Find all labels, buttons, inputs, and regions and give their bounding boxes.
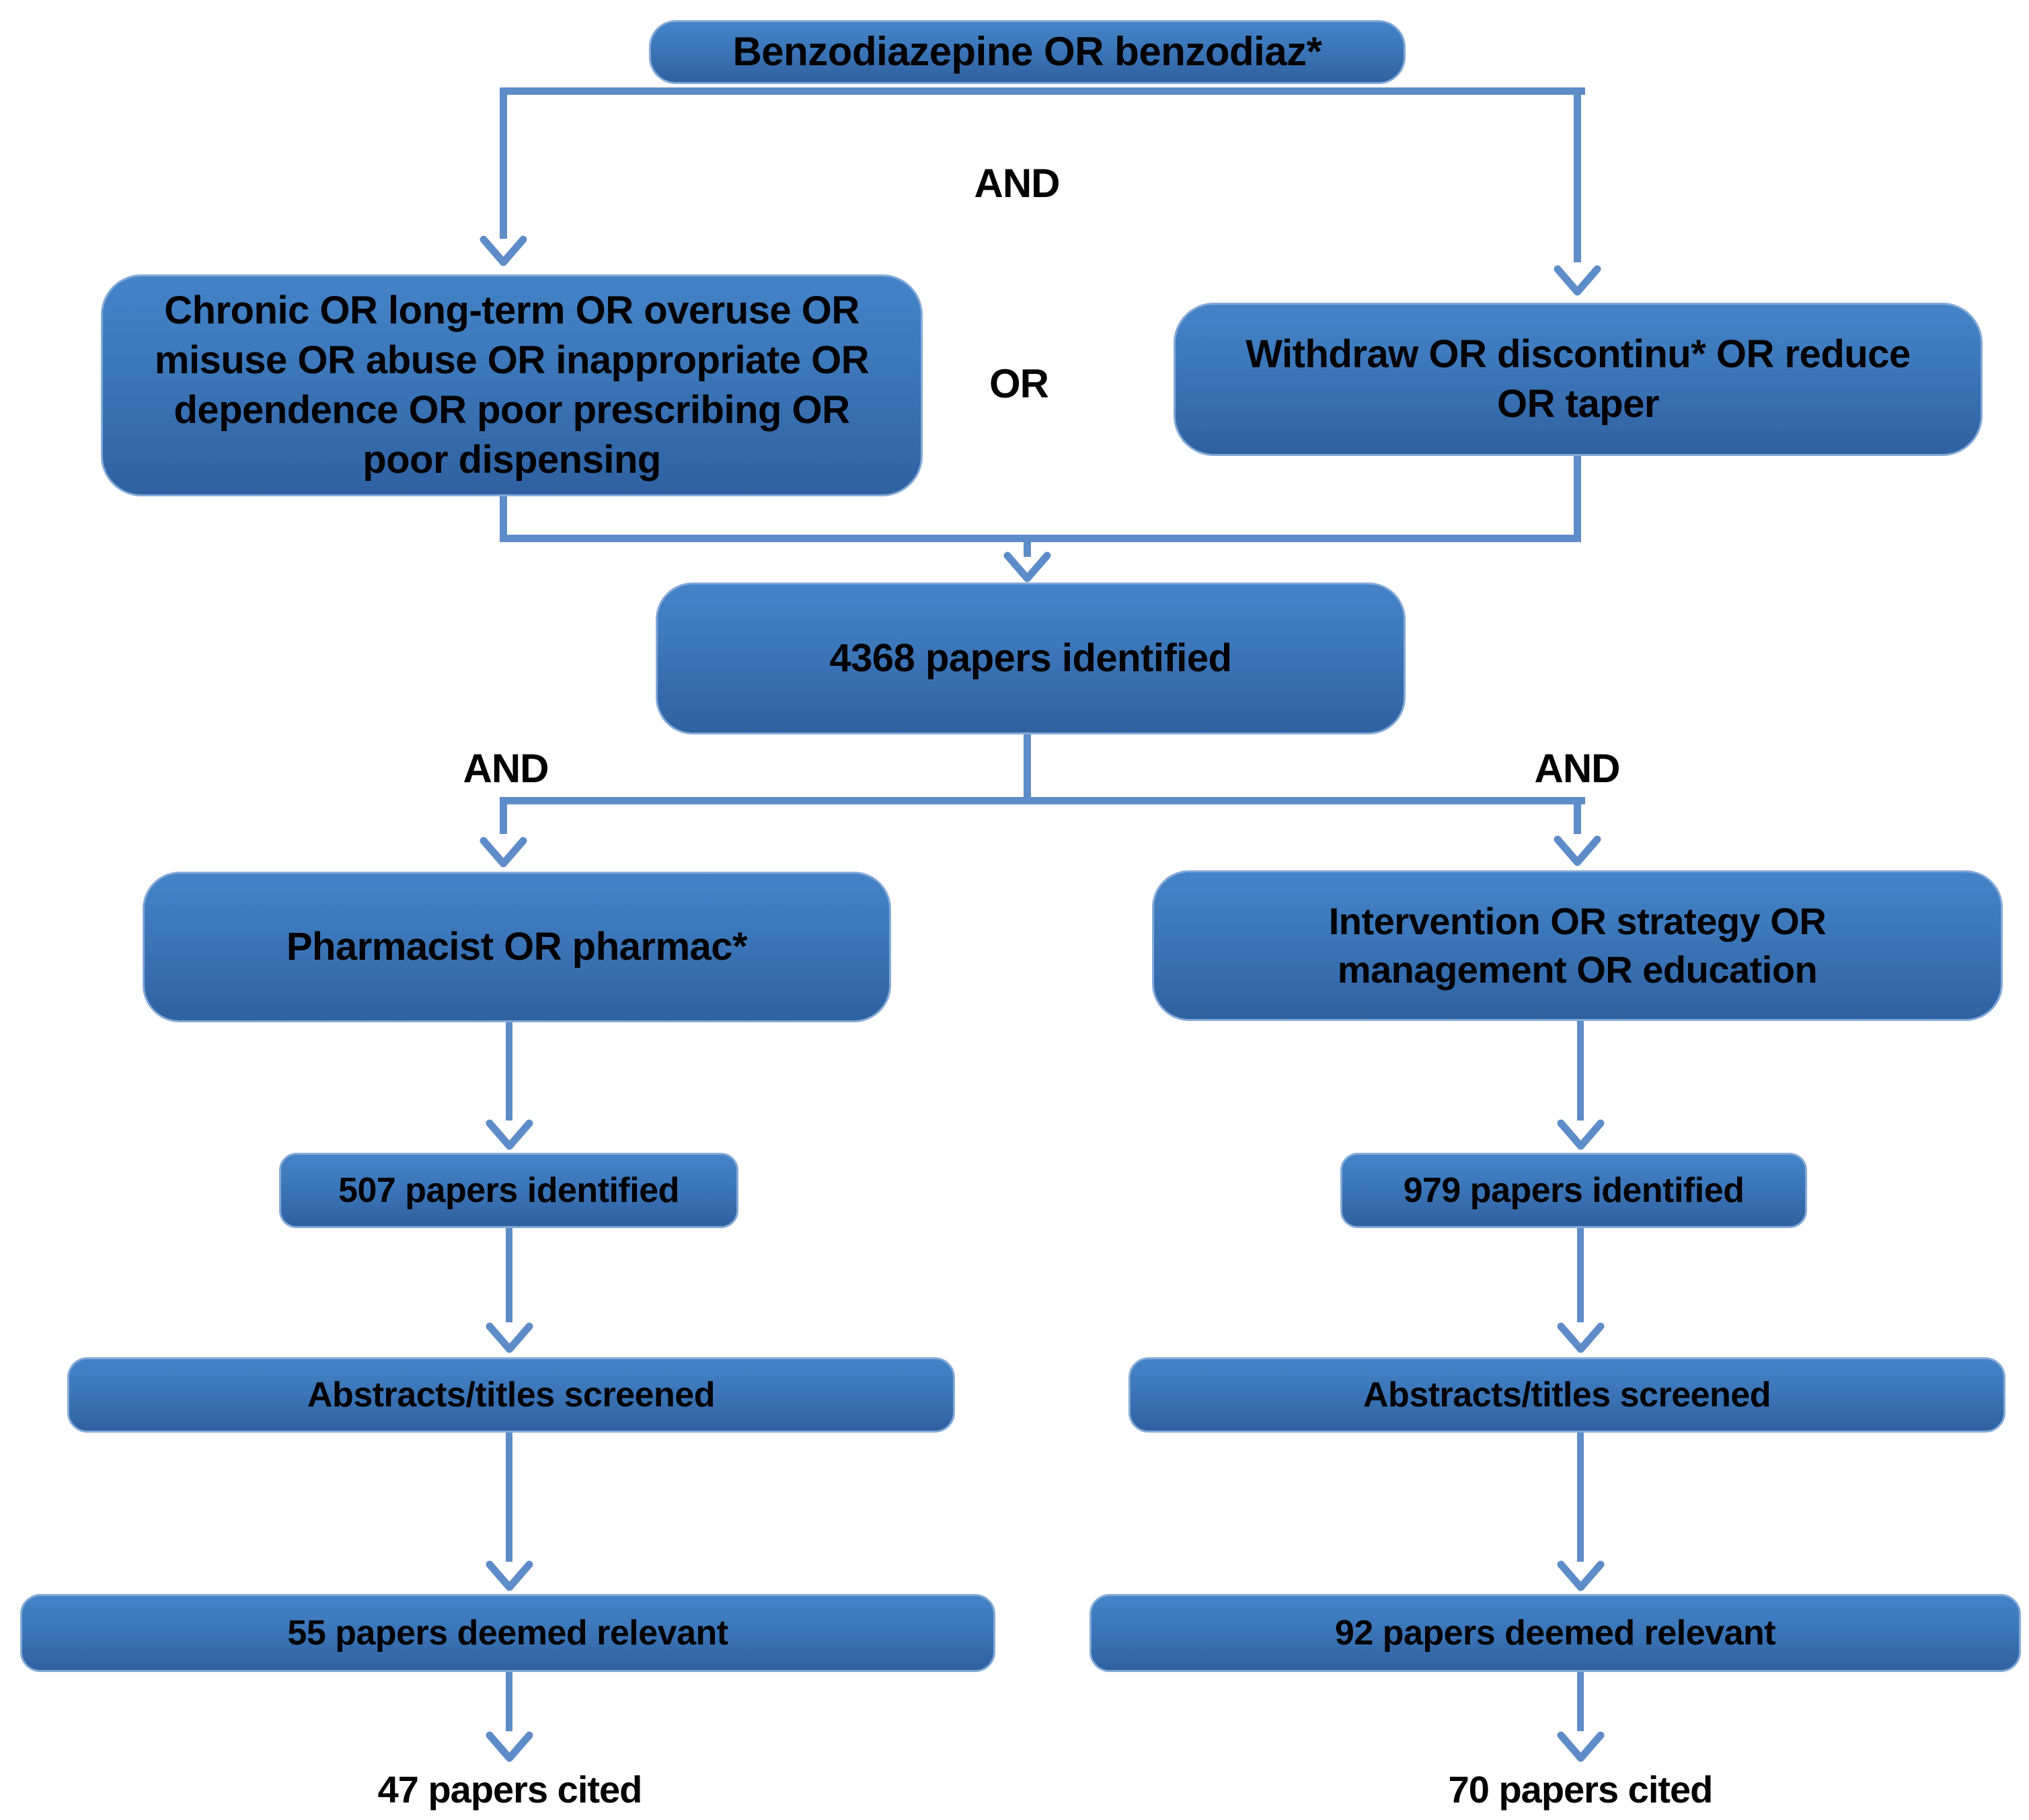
arrowhead-down-icon — [486, 1560, 533, 1591]
arrowhead-down-icon — [1003, 552, 1051, 582]
operator-and-right: AND — [1534, 746, 1621, 791]
node-label: Chronic OR long-term OR overuse OR misus… — [154, 288, 870, 482]
arrowhead-down-icon — [1554, 265, 1601, 296]
arrowhead-down-icon — [1557, 1322, 1605, 1353]
arrowhead-down-icon — [486, 1119, 533, 1150]
node-top-search-terms: Benzodiazepine OR benzodiaz* — [649, 20, 1406, 84]
connector-top-right-vertical — [1574, 87, 1581, 262]
node-left-branch-terms: Pharmacist OR pharmac* — [143, 872, 891, 1022]
connector-top-horizontal — [500, 87, 1585, 95]
connector-merge-stem — [1024, 542, 1031, 557]
connector-split-stem — [1024, 734, 1031, 802]
connector-right-identified-stem — [1577, 1228, 1584, 1322]
node-label: 92 papers deemed relevant — [1334, 1613, 1776, 1653]
node-right-search-terms: Withdraw OR discontinu* OR reduce OR tap… — [1174, 303, 1983, 456]
connector-left-screened-stem — [506, 1433, 512, 1562]
node-right-papers-relevant: 92 papers deemed relevant — [1089, 1594, 2021, 1672]
node-left-papers-identified: 507 papers identified — [279, 1153, 738, 1228]
connector-merge-horizontal — [500, 535, 1581, 542]
node-right-abstracts-screened: Abstracts/titles screened — [1128, 1357, 2005, 1433]
connector-split-right-vertical — [1574, 804, 1581, 834]
node-left-papers-cited: 47 papers cited — [377, 1768, 643, 1811]
node-label: 507 papers identified — [338, 1170, 679, 1210]
node-right-branch-terms: Intervention OR strategy OR management O… — [1152, 870, 2003, 1021]
node-label: Pharmacist OR pharmac* — [286, 924, 748, 969]
operator-and-left: AND — [463, 746, 549, 791]
arrowhead-down-icon — [1557, 1560, 1605, 1591]
node-label: Intervention OR strategy OR management O… — [1328, 900, 1827, 991]
node-label: 55 papers deemed relevant — [287, 1613, 728, 1653]
connector-split-horizontal — [500, 797, 1585, 804]
connector-left-branch-stem — [506, 1022, 512, 1121]
arrowhead-down-icon — [1557, 1731, 1605, 1762]
node-right-papers-cited: 70 papers cited — [1448, 1768, 1714, 1811]
connector-left-relevant-stem — [506, 1672, 512, 1731]
node-label: Abstracts/titles screened — [1363, 1375, 1771, 1414]
node-label: 979 papers identified — [1403, 1170, 1745, 1210]
node-label: 4368 papers identified — [829, 636, 1232, 680]
arrowhead-down-icon — [1557, 1119, 1605, 1150]
arrowhead-down-icon — [480, 235, 527, 266]
arrowhead-down-icon — [1554, 835, 1601, 866]
operator-and-top: AND — [974, 161, 1061, 206]
node-combined-papers-identified: 4368 papers identified — [656, 582, 1406, 734]
connector-split-left-vertical — [500, 804, 507, 834]
node-label: Withdraw OR discontinu* OR reduce OR tap… — [1246, 332, 1911, 426]
connector-right-screened-stem — [1577, 1433, 1584, 1562]
connector-right-relevant-stem — [1577, 1672, 1584, 1731]
arrowhead-down-icon — [486, 1322, 533, 1353]
connector-leftterms-down — [500, 496, 507, 535]
operator-or-middle: OR — [989, 361, 1049, 406]
node-left-search-terms: Chronic OR long-term OR overuse OR misus… — [101, 274, 923, 496]
connector-rightterms-down — [1574, 456, 1581, 535]
arrowhead-down-icon — [486, 1731, 533, 1762]
node-right-papers-identified: 979 papers identified — [1340, 1153, 1807, 1228]
node-left-papers-relevant: 55 papers deemed relevant — [20, 1594, 995, 1672]
arrowhead-down-icon — [480, 837, 527, 868]
node-label: Benzodiazepine OR benzodiaz* — [732, 29, 1322, 75]
connector-top-left-vertical — [500, 87, 507, 239]
node-label: Abstracts/titles screened — [307, 1375, 716, 1414]
node-left-abstracts-screened: Abstracts/titles screened — [67, 1357, 955, 1433]
connector-right-branch-stem — [1577, 1021, 1584, 1121]
connector-left-identified-stem — [506, 1228, 512, 1322]
